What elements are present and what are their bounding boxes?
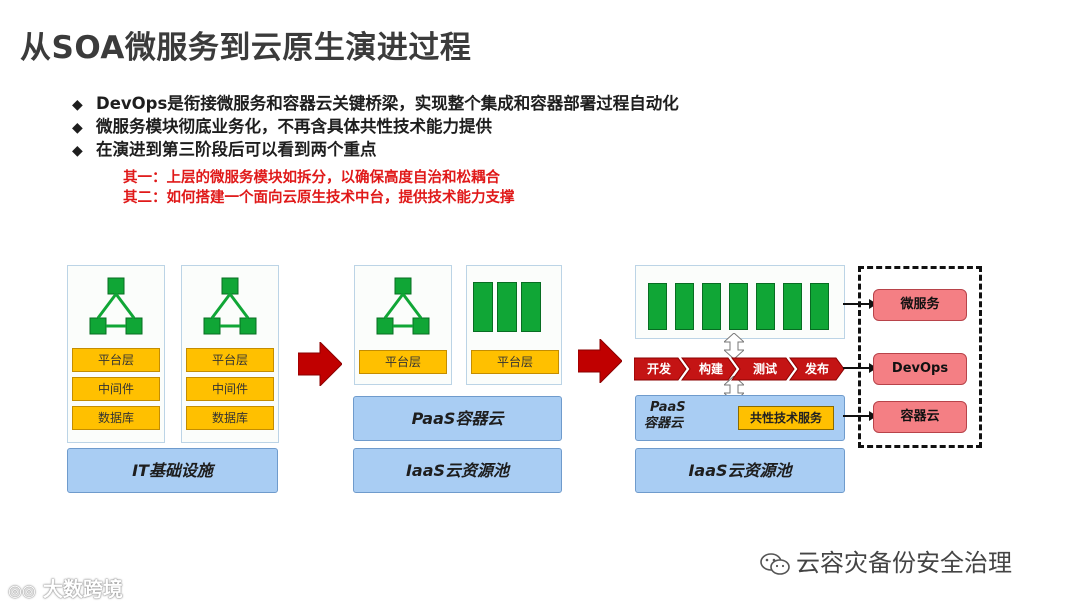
service-block [729,283,748,330]
iaas-resource-pool-bar: IaaS云资源池 [353,448,562,493]
brand-logo-icon: ◎◎ [8,581,36,600]
focus-dashed-frame [858,266,982,448]
brand-watermark: ◎◎ 大数跨境 [8,577,123,601]
paas-container-cloud-bar: PaaS容器云 [353,396,562,441]
middleware-layer: 中间件 [72,377,160,401]
service-block [648,283,667,330]
platform-layer: 平台层 [359,350,447,374]
shared-tech-service-box: 共性技术服务 [738,406,834,430]
pipeline-stage-develop: 开发 [646,362,671,376]
evolution-arrow-icon [298,342,342,386]
paas-label: PaaS 容器云 [644,400,686,431]
service-tree-icon [89,277,143,335]
microservice-panel-tree: 平台层 [354,265,452,385]
database-layer: 数据库 [72,406,160,430]
legend-devops: DevOps [873,353,967,385]
service-tree-icon [203,277,257,335]
key-points: 其一：上层的微服务模块如拆分，以确保高度自治和松耦合 其二：如何搭建一个面向云原… [123,168,515,208]
devops-pipeline [634,357,845,381]
service-block [702,283,721,330]
bullet-item: ◆在演进到第三阶段后可以看到两个重点 [72,138,679,161]
service-block [783,283,802,330]
bullet-item: ◆DevOps是衔接微服务和容器云关键桥梁，实现整个集成和容器部署过程自动化 [72,92,679,115]
service-block [473,282,493,332]
pipeline-stage-test: 测试 [752,362,777,376]
legend-microservice: 微服务 [873,289,967,321]
pipeline-stage-release: 发布 [804,362,829,376]
page-title: 从SOA微服务到云原生演进过程 [20,30,472,66]
diamond-bullet-icon: ◆ [72,143,83,159]
iaas-resource-pool-bar: IaaS云资源池 [635,448,845,493]
bullet-item: ◆微服务模块彻底业务化，不再含具体共性技术能力提供 [72,115,679,138]
service-block [675,283,694,330]
it-infrastructure-bar: IT基础设施 [67,448,278,493]
middleware-layer: 中间件 [186,377,274,401]
monolith-app-panel-2: 平台层 中间件 数据库 [181,265,279,443]
service-block [521,282,541,332]
key-point-1: 其一：上层的微服务模块如拆分，以确保高度自治和松耦合 [123,170,500,186]
microservice-panel-stage3 [635,265,845,339]
service-block [756,283,775,330]
bullet-list: ◆DevOps是衔接微服务和容器云关键桥梁，实现整个集成和容器部署过程自动化 ◆… [72,92,679,161]
diamond-bullet-icon: ◆ [72,97,83,113]
wechat-icon [760,553,790,575]
platform-layer: 平台层 [471,350,559,374]
legend-container-cloud: 容器云 [873,401,967,433]
paas-container-cloud-box: PaaS 容器云 共性技术服务 [635,395,845,441]
diamond-bullet-icon: ◆ [72,120,83,136]
microservice-panel-blocks: 平台层 [466,265,562,385]
platform-layer: 平台层 [186,348,274,372]
double-arrow-icon [724,333,744,359]
database-layer: 数据库 [186,406,274,430]
wechat-watermark: 云容灾备份安全治理 [760,543,1012,578]
key-point-2: 其二：如何搭建一个面向云原生技术中台，提供技术能力支撑 [123,190,515,206]
service-block [497,282,517,332]
monolith-app-panel-1: 平台层 中间件 数据库 [67,265,165,443]
platform-layer: 平台层 [72,348,160,372]
service-block [810,283,829,330]
evolution-arrow-icon [578,339,622,383]
service-tree-icon [376,277,430,335]
pipeline-stage-build: 构建 [698,362,723,376]
